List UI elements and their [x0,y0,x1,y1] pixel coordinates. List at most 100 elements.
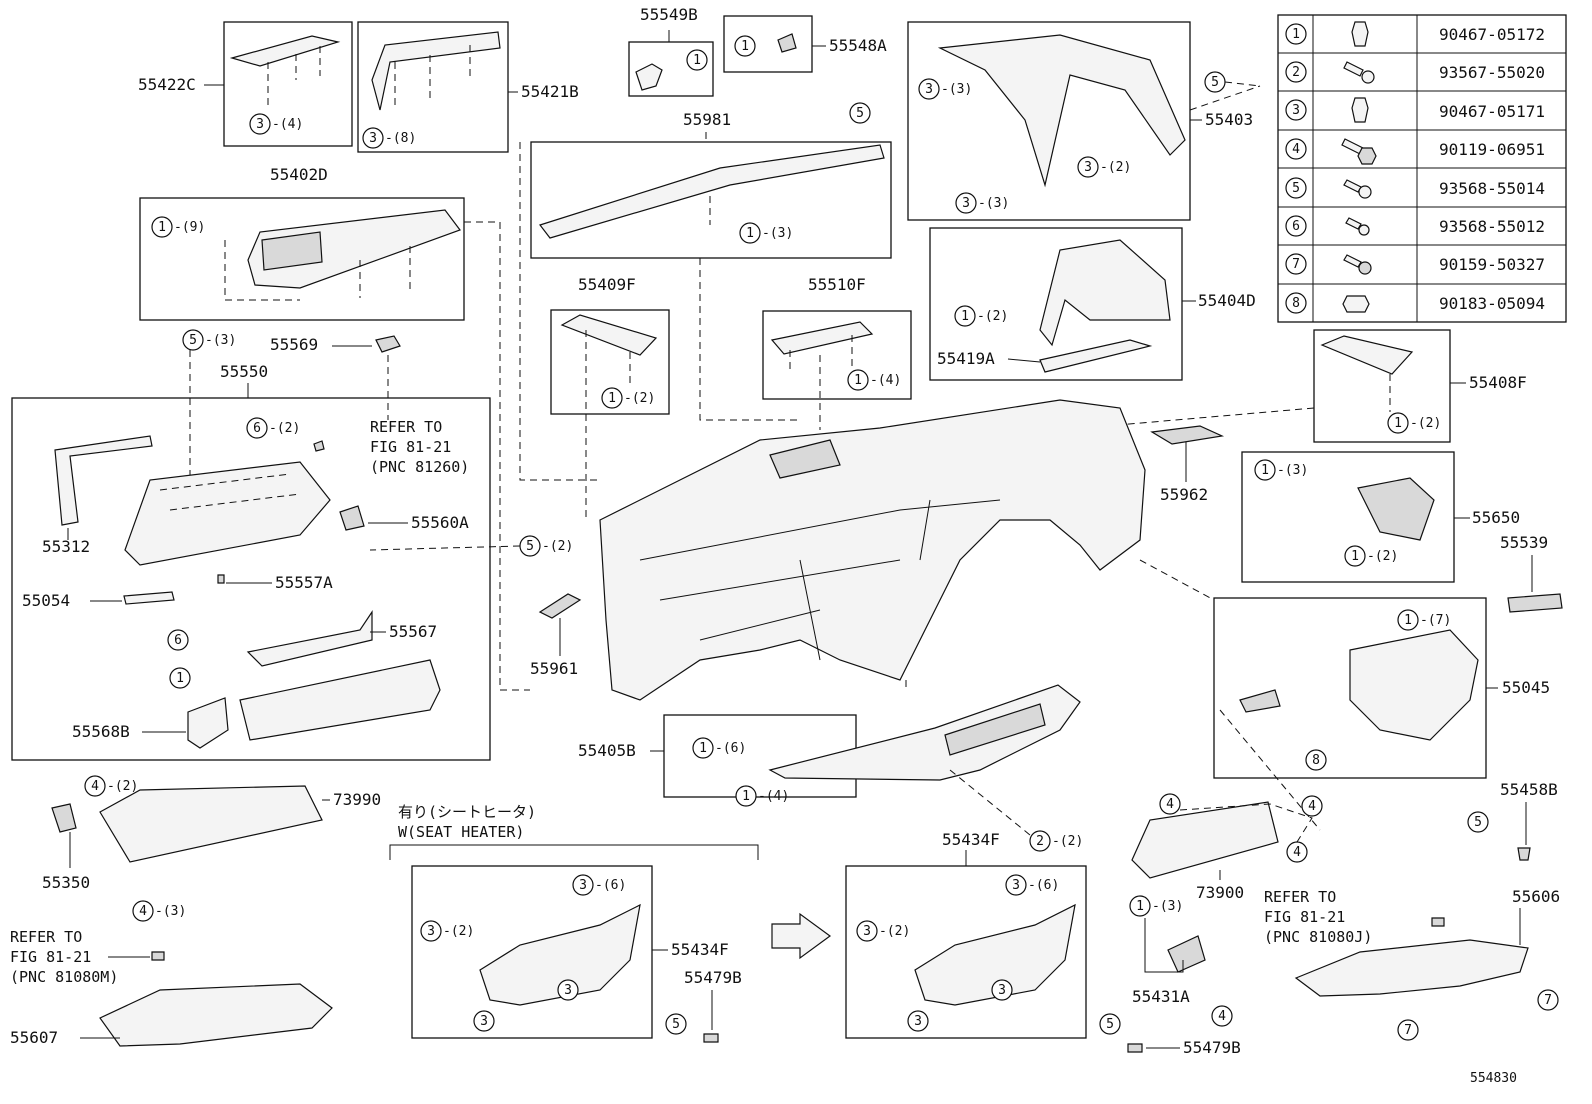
callout-qty: -(3) [978,196,1009,211]
part-55510F-cover [770,321,874,355]
callout-number: 4 [91,779,99,794]
callout-number: 1 [176,671,184,686]
diagram-code: 554830 [1470,1071,1517,1086]
part-clip [151,951,165,961]
group-55408F: 1 -(2) 55408F [1059,329,1527,443]
part-label-55479B-left: 55479B [684,968,742,987]
callout-qty: -(2) [269,421,300,436]
callout-number: 3 [1084,160,1092,175]
group-55405B: 55405B 1 -(6) 1 -(4) 2 -(2) [578,684,1083,852]
note-fig: FIG 81-21 [1264,908,1345,926]
callout-qty: -(2) [1052,834,1083,849]
part-label-55431A: 55431A [1132,987,1190,1006]
callout-number: 3 [369,131,377,146]
part-label-55434F: 55434F [942,830,1000,849]
part-label-55557A: 55557A [275,573,333,592]
callout-number: 4 [1293,845,1301,860]
note-refer-to: REFER TO [10,928,82,946]
callout-qty: -(2) [1410,416,1441,431]
group-55045: 1 -(7) 8 55045 [1139,559,1550,831]
callout-number: 1 [1261,463,1269,478]
fastener-number: 7 [1292,257,1300,272]
fastener-part-number: 90159-50327 [1439,255,1545,274]
fastener-part-number: 93567-55020 [1439,63,1545,82]
part-55650-vent [1357,477,1435,541]
group-55402D: 55402D 1 -(9) [139,165,530,691]
callout-qty: -(4) [758,789,789,804]
part-55479B-clip [1127,1043,1143,1053]
fastener-number: 8 [1292,296,1300,311]
callout-number: 1 [854,373,862,388]
callout-number: 3 [579,878,587,893]
part-55402D-vent [261,231,323,271]
callout-number: 7 [1544,993,1552,1008]
part-label-55606: 55606 [1512,887,1560,906]
arrow-icon [771,912,832,960]
callout-number: 1 [961,309,969,324]
fastener-part-number: 90467-05172 [1439,25,1545,44]
group-55403: 3 -(3) 5 3 -(2) 3 -(3) 55403 5 [849,21,1261,221]
callout-number: 2 [1036,834,1044,849]
group-55434F: 55434F 3 -(6) 3 -(2) 3 3 5 55479B [845,830,1241,1057]
group-seat-heater: 有り(シートヒータ) W(SEAT HEATER) 3 -(6) 3 -(2) … [389,803,832,1043]
fastener-row: 1 90467-05172 [1285,21,1545,47]
callout-qty: -(6) [595,878,626,893]
part-55961-vent [538,593,582,619]
nut-clip-icon [1342,295,1370,313]
callout-qty: -(3) [205,333,236,348]
part-55402D-upper-panel [247,209,461,289]
part-55421B-trim [371,31,501,111]
part-label-55403: 55403 [1205,110,1253,129]
callout-number: 6 [253,421,261,436]
callout-number: 8 [1312,753,1320,768]
callout-number: 1 [1404,613,1412,628]
callout-number: 5 [1106,1017,1114,1032]
note-fig: FIG 81-21 [370,438,451,456]
callout-number: 4 [1166,797,1174,812]
callout-qty: -(3) [155,904,186,919]
callout-number: 3 [427,924,435,939]
group-55962: 55962 [1150,425,1225,504]
part-73990-airbag [99,785,323,863]
callout-number: 1 [693,53,701,68]
screw-icon [1343,61,1364,77]
part-label-55408F: 55408F [1469,373,1527,392]
part-55569-switch [375,335,401,353]
group-73990: 4 -(2) 73990 55350 4 -(3) [42,775,381,922]
fastener-row: 8 90183-05094 [1285,292,1545,314]
callout-number: 1 [742,789,750,804]
part-55548A-bracket [777,33,797,53]
part-55434F-left-panel [479,903,641,1006]
callout-number: 4 [139,904,147,919]
callout-number: 1 [158,220,166,235]
note-seat-heater-jp: 有り(シートヒータ) [398,803,536,821]
group-55961: 55961 5 -(2) [369,535,582,678]
part-label-55421B: 55421B [521,82,579,101]
fastener-part-number: 90467-05171 [1439,102,1545,121]
part-55981-defroster-garnish [539,144,885,239]
callout-qty: -(2) [1367,549,1398,564]
fastener-number: 1 [1292,27,1300,42]
part-clip [1431,917,1445,927]
part-label-73900: 73900 [1196,883,1244,902]
callout-number: 5 [672,1017,680,1032]
callout-number: 7 [1404,1023,1412,1038]
part-55539-switch [1507,593,1563,613]
part-label-55567: 55567 [389,622,437,641]
fastener-number: 6 [1292,219,1300,234]
callout-qty: -(4) [870,373,901,388]
part-label-55539: 55539 [1500,533,1548,552]
part-label-73990: 73990 [333,790,381,809]
group-55421B: 55421B 3 -(8) [357,21,579,153]
callout-number: 3 [564,983,572,998]
fastener-row: 4 90119-06951 [1285,138,1545,165]
clip-icon [1351,21,1369,47]
group-55409F: 55409F 1 -(2) [550,275,670,520]
callout-number: 3 [1012,878,1020,893]
callout-qty: -(2) [542,539,573,554]
part-55312-frame [54,435,153,526]
callout-number: 5 [526,539,534,554]
part-label-55409F: 55409F [578,275,636,294]
part-55567-tray [246,610,373,667]
